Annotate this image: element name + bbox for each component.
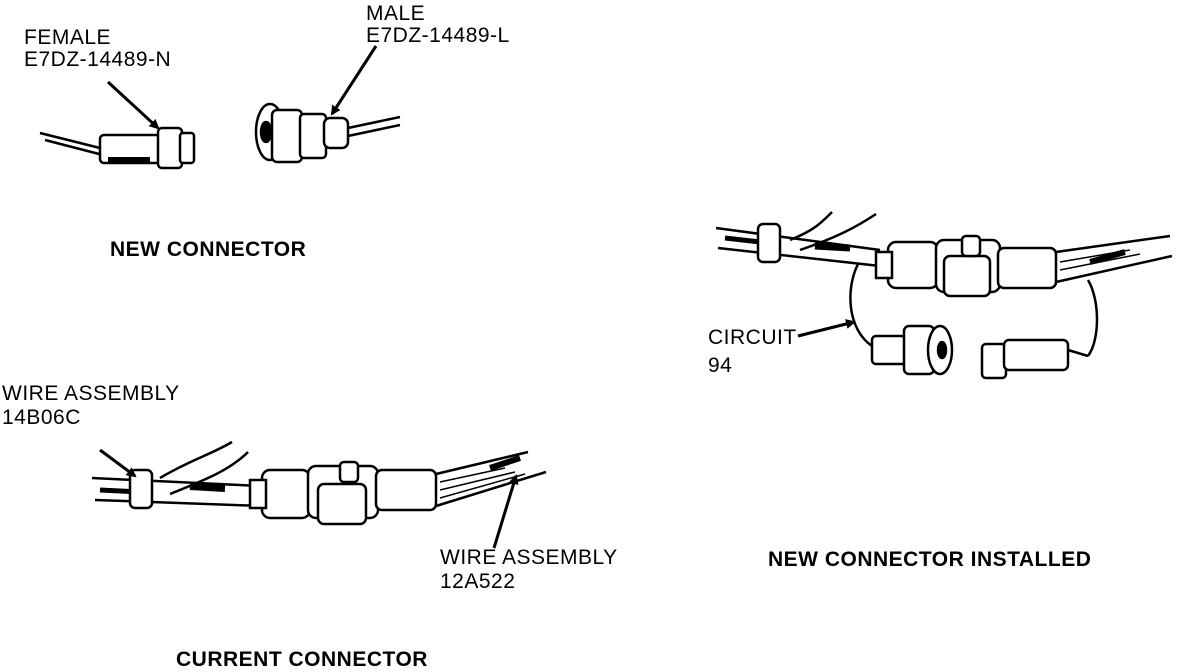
wire-assembly-12a522-arrow bbox=[492, 474, 519, 549]
wire-assembly-a-label: WIRE ASSEMBLY bbox=[2, 382, 180, 405]
male-part-number: E7DZ-14489-L bbox=[366, 24, 510, 47]
new-connector-title: NEW CONNECTOR bbox=[110, 238, 307, 261]
wire-assembly-b-label: WIRE ASSEMBLY bbox=[440, 546, 618, 569]
wire-assembly-14b06c-arrow bbox=[99, 448, 137, 478]
female-connector-drawing bbox=[39, 126, 196, 170]
current-connector-drawing bbox=[91, 440, 547, 526]
male-leader-arrow bbox=[330, 45, 378, 116]
female-label: FEMALE bbox=[24, 26, 112, 49]
installed-connector-drawing bbox=[715, 211, 1173, 380]
male-label: MALE bbox=[366, 2, 426, 25]
circuit-label: CIRCUIT bbox=[708, 326, 797, 349]
wire-assembly-a-part: 14B06C bbox=[2, 406, 81, 429]
current-connector-title: CURRENT CONNECTOR bbox=[176, 648, 428, 671]
female-part-number: E7DZ-14489-N bbox=[24, 48, 172, 71]
circuit-number: 94 bbox=[708, 354, 733, 377]
circuit-94-arrow bbox=[797, 319, 856, 338]
wire-assembly-b-part: 12A522 bbox=[440, 570, 516, 593]
male-connector-drawing bbox=[254, 102, 401, 164]
new-connector-installed-title: NEW CONNECTOR INSTALLED bbox=[768, 548, 1092, 571]
female-leader-arrow bbox=[106, 80, 160, 130]
